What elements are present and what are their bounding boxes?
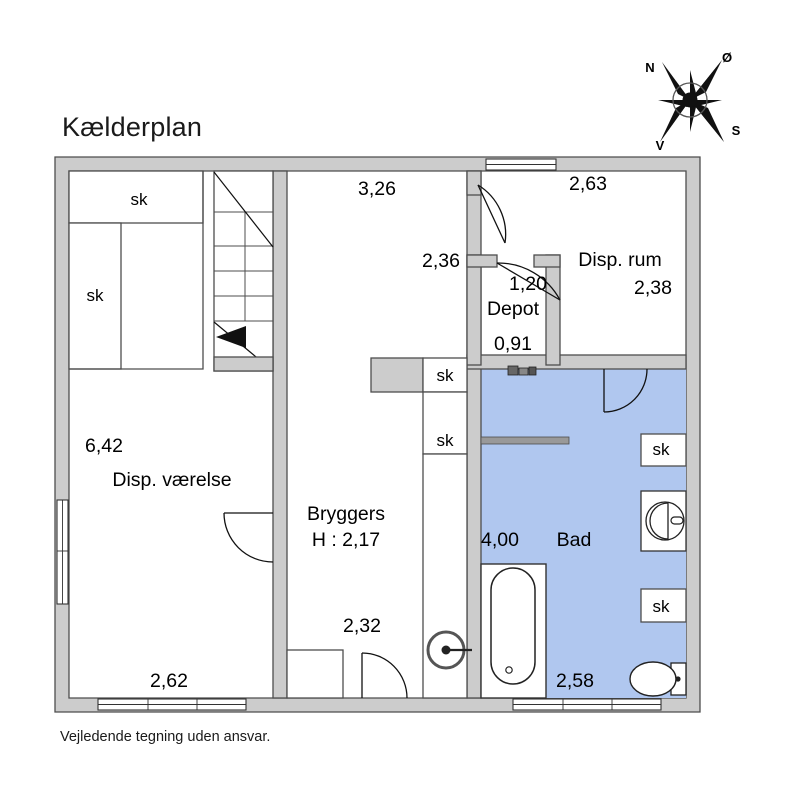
floor-drain-icon [426, 630, 472, 670]
compass-label-west: V [656, 138, 665, 153]
cabinet-group-middle [370, 357, 468, 699]
dimension-label-642: 6,42 [85, 435, 123, 457]
cabinet-group-bathroom [640, 433, 687, 623]
door-arc-hallway-top [477, 184, 507, 244]
door-arc-depot [496, 262, 561, 301]
washing-machine-icon [507, 365, 537, 376]
cabinet-bryggers-bottom [286, 649, 344, 699]
sink-icon [640, 490, 687, 552]
room-label-disp-rum: Disp. rum [578, 249, 661, 271]
staircase [213, 170, 274, 372]
cabinet-label-sk-bath-upper: sk [653, 440, 671, 459]
window-bottom-right [512, 698, 662, 711]
dimension-label-232: 2,32 [343, 615, 381, 637]
cabinet-sk-mid-upper [422, 357, 468, 393]
closet-label-sk-left-tall: sk [87, 286, 105, 305]
window-left [56, 499, 69, 605]
dimension-label-326: 3,26 [358, 178, 396, 200]
door-arc-bryggers [361, 652, 408, 699]
stair-direction-arrow [216, 326, 246, 348]
cabinet-sk-bath-upper [640, 433, 687, 467]
room-label-bad: Bad [557, 529, 592, 551]
dimension-label-258: 2,58 [556, 670, 594, 692]
closet-label-sk-top-left: sk [131, 190, 149, 209]
cabinet-sk-bath-lower [640, 588, 687, 623]
compass-label-north: N [645, 60, 654, 75]
room-label-bryggers-height: H : 2,17 [312, 529, 380, 551]
dimension-label-120: 1,20 [509, 273, 547, 295]
door-arc-disp-rum [603, 368, 648, 413]
bathtub-icon [480, 563, 547, 699]
counter-block [370, 357, 424, 393]
dimension-label-400: 4,00 [481, 529, 519, 551]
room-label-bryggers: Bryggers [307, 503, 385, 525]
dimension-label-091: 0,91 [494, 333, 532, 355]
closet-sk-top [68, 170, 204, 224]
compass-label-east: Ø [722, 50, 732, 65]
disclaimer-text: Vejledende tegning uden ansvar. [60, 729, 271, 745]
window-bottom-left [97, 698, 247, 711]
window-top [485, 158, 557, 171]
cabinet-sk-mid-lower [422, 391, 468, 455]
cabinet-label-sk-mid-lower: sk [437, 431, 455, 450]
page-title: Kælderplan [62, 112, 203, 142]
doors [223, 184, 648, 699]
toilet-icon [629, 661, 687, 697]
interior-walls [272, 170, 687, 699]
dimension-label-238: 2,38 [634, 277, 672, 299]
door-leaf-hallway-top [477, 184, 506, 244]
compass-rose: N Ø S V [645, 50, 740, 153]
door-arc-vaerelse [223, 512, 274, 563]
door-leaf-depot [496, 262, 561, 301]
dimension-label-263: 2,63 [569, 173, 607, 195]
room-label-disp-vaerelse: Disp. værelse [112, 469, 231, 491]
closet-sk-left [68, 222, 122, 370]
dimension-label-262: 2,62 [150, 670, 188, 692]
room-label-depot: Depot [487, 298, 540, 320]
dimension-label-236: 2,36 [422, 250, 460, 272]
cabinet-label-sk-bath-lower: sk [653, 597, 671, 616]
cabinet-label-sk-mid-upper: sk [437, 366, 455, 385]
compass-label-south: S [732, 123, 741, 138]
closet-group-top-left [68, 170, 204, 370]
